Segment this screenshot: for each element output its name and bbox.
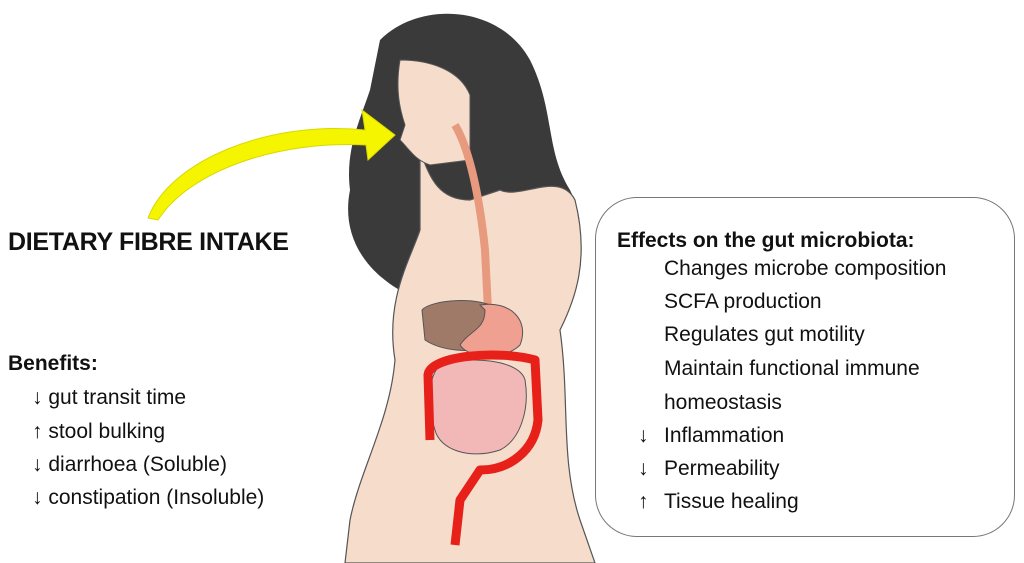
up-arrow-icon: ↑ bbox=[638, 490, 649, 513]
benefit-item: ↓ gut transit time bbox=[32, 386, 186, 410]
benefits-title: Benefits: bbox=[8, 352, 98, 375]
benefit-text: constipation (Insoluble) bbox=[48, 486, 265, 509]
benefit-item: ↓ constipation (Insoluble) bbox=[32, 486, 264, 510]
down-arrow-icon: ↓ bbox=[638, 457, 649, 480]
effect-item: ↑ Tissue healing bbox=[638, 490, 799, 514]
effect-item: Changes microbe composition bbox=[664, 257, 947, 280]
effect-text: Permeability bbox=[664, 457, 780, 480]
benefit-text: stool bulking bbox=[48, 420, 166, 443]
effect-text: Tissue healing bbox=[664, 490, 799, 513]
small-intestine bbox=[429, 359, 527, 455]
benefit-text: gut transit time bbox=[48, 386, 187, 409]
effect-item: SCFA production bbox=[664, 290, 822, 313]
effect-item: ↓ Inflammation bbox=[638, 424, 785, 448]
esophagus bbox=[451, 122, 492, 311]
effect-item: Maintain functional immune bbox=[664, 357, 920, 380]
effect-item: homeostasis bbox=[664, 391, 782, 414]
down-arrow-icon: ↓ bbox=[32, 486, 43, 509]
down-arrow-icon: ↓ bbox=[32, 386, 43, 409]
down-arrow-icon: ↓ bbox=[638, 424, 649, 447]
effects-title: Effects on the gut microbiota: bbox=[617, 229, 915, 252]
woman-figure bbox=[344, 13, 596, 563]
effect-item: Regulates gut motility bbox=[664, 323, 865, 346]
intake-arrow bbox=[147, 108, 396, 221]
up-arrow-icon: ↑ bbox=[32, 420, 43, 443]
headline: DIETARY FIBRE INTAKE bbox=[8, 228, 289, 256]
face bbox=[397, 59, 471, 166]
effect-text: Inflammation bbox=[664, 424, 785, 447]
benefit-item: ↑ stool bulking bbox=[32, 420, 165, 444]
colon bbox=[423, 350, 543, 546]
down-arrow-icon: ↓ bbox=[32, 453, 43, 476]
effect-item: ↓ Permeability bbox=[638, 457, 780, 481]
benefit-item: ↓ diarrhoea (Soluble) bbox=[32, 453, 227, 477]
benefit-text: diarrhoea (Soluble) bbox=[48, 453, 227, 476]
effects-box bbox=[595, 197, 1015, 537]
